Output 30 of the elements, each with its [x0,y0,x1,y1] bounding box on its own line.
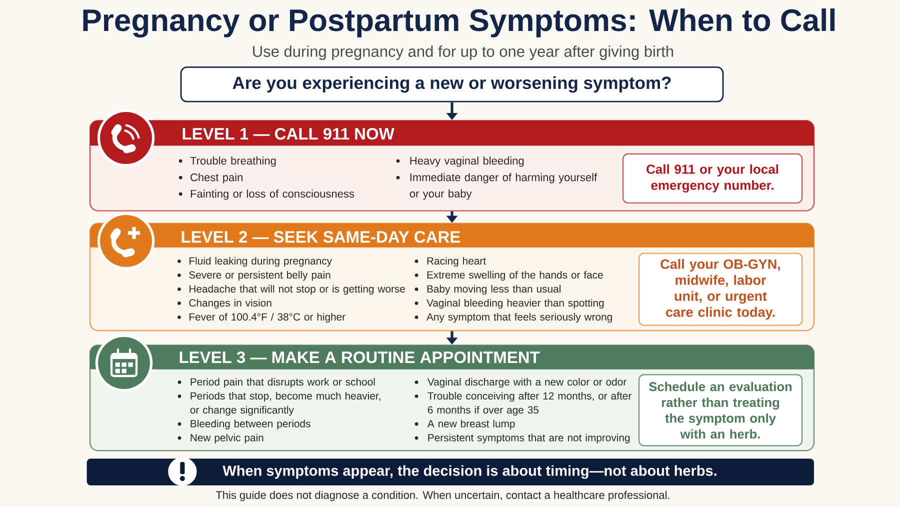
list-item: Heavy vaginal bleeding [410,156,524,167]
list-item: Extreme swelling of the hands or face [427,270,603,281]
list-item: Vaginal discharge with a new color or odor [427,378,626,388]
list-item: Persistent symptoms that are not improving [428,434,630,444]
footnote: This guide does not diagnose a condition. When uncertain, contact a healthcare professional. [216,490,670,502]
list-item: Vaginal bleeding heavier than spotting [426,298,604,309]
list-item: Trouble conceiving after 12 months, or after 6 months if over age 35 [428,392,632,416]
banner: When symptoms appear, the decision is about timing—not about herbs. [86,458,814,486]
list-item: Fever of 100.4°F / 38°C or higher [190,312,346,323]
list-item: Period pain that disrupts work or school [190,378,375,388]
list-item: Chest pain [190,173,242,184]
list-item: A new breast lump [427,420,515,430]
question-box: Are you experiencing a new or worsening symptom? [180,66,724,102]
action-box: Call your OB-GYN, midwife, labor unit, or urgent care clinic today. [638,252,803,326]
list-item: Periods that stop, become much heavier, or change significantly [190,392,380,416]
action-box: Call 911 or your local emergency number. [622,153,803,204]
list-item: Headache that will not stop or is getting worse [190,284,405,295]
list-item: Fainting or loss of consciousness [190,190,354,200]
list-item: Bleeding between periods [190,420,310,430]
list-item: Immediate danger of harming yourself or your baby [410,173,598,200]
list-item: Baby moving less than usual [427,284,560,295]
action-box: Schedule an evaluation rather than treating the symptom only with an herb. [638,374,803,446]
list-item: Fluid leaking during pregnancy [190,256,332,267]
list-item: Any symptom that feels seriously wrong [426,312,612,323]
list-item: Racing heart [427,256,486,267]
list-item: New pelvic pain [190,434,264,444]
list-item: Severe or persistent belly pain [189,270,330,281]
list-item: Trouble breathing [190,156,276,167]
title: Pregnancy or Postpartum Symptoms: When to Call [83,8,835,38]
list-item: Changes in vision [189,298,272,309]
